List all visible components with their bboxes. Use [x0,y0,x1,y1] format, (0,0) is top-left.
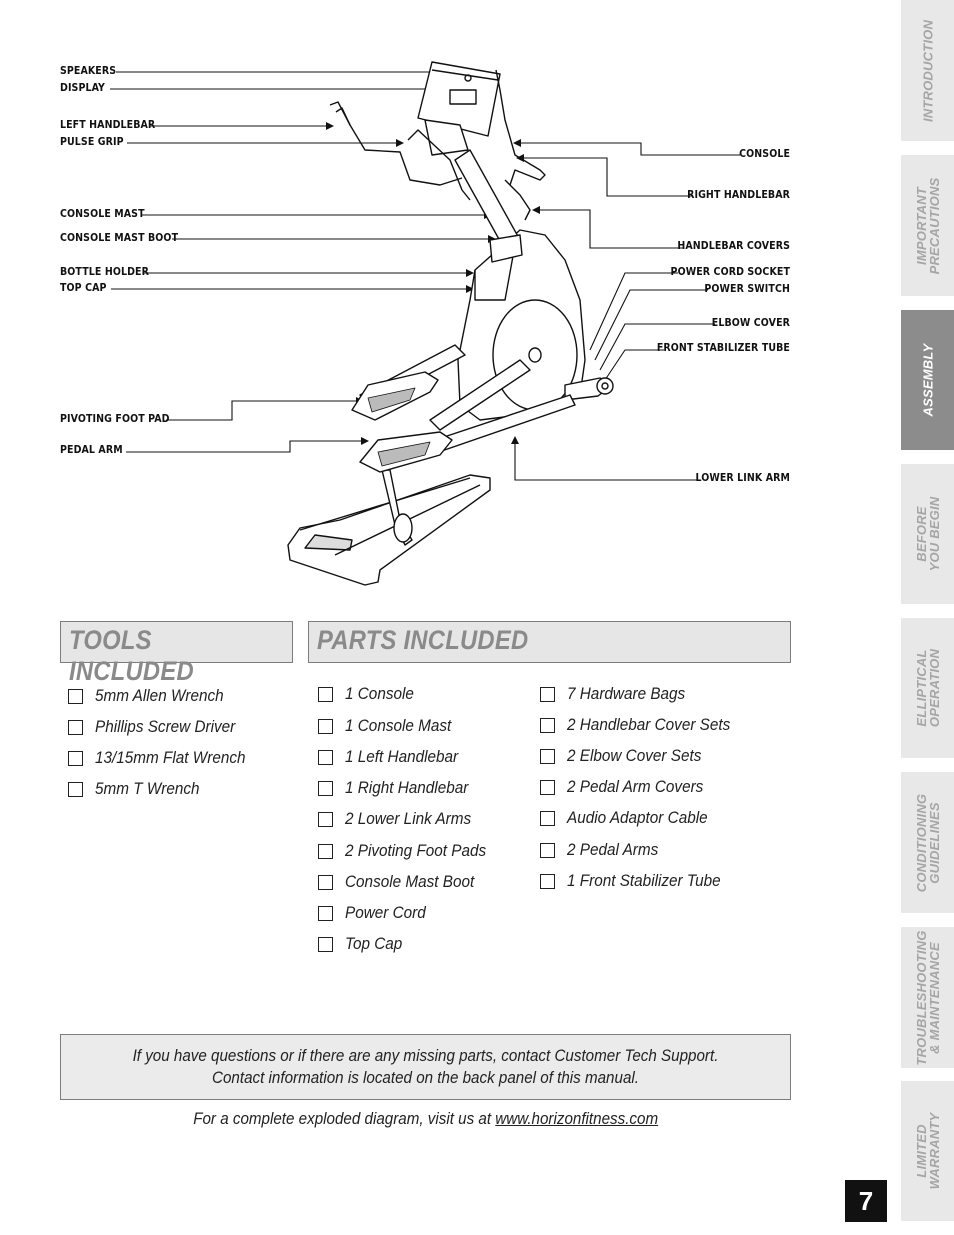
checkbox[interactable] [318,718,333,734]
checkbox[interactable] [540,810,555,826]
part-item[interactable]: 1 Right Handlebar [318,778,482,798]
page-number: 7 [845,1180,887,1222]
tool-item[interactable]: 5mm Allen Wrench [68,686,238,706]
part-item[interactable]: 1 Front Stabilizer Tube [540,871,738,891]
callout-handlebar-covers: HANDLEBAR COVERS [677,240,790,252]
parts-header: PARTS INCLUDED [308,621,791,663]
callout-pedal-arm: PEDAL ARM [60,444,123,456]
tab-introduction[interactable]: INTRODUCTION [901,0,954,141]
part-item[interactable]: 2 Handlebar Cover Sets [540,715,748,735]
callout-right-handlebar: RIGHT HANDLEBAR [687,189,790,201]
callout-pivoting-foot-pad: PIVOTING FOOT PAD [60,413,170,425]
callout-console-mast-boot: CONSOLE MAST BOOT [60,232,179,244]
exploded-diagram-note: For a complete exploded diagram, visit u… [193,1110,658,1128]
checkbox[interactable] [68,781,83,797]
left-leader-lines [110,71,492,453]
callout-display: DISPLAY [60,82,105,94]
right-leader-lines [514,142,740,481]
checkbox[interactable] [318,874,333,890]
part-item[interactable]: 1 Left Handlebar [318,747,471,767]
tools-header: TOOLS INCLUDED [60,621,293,686]
callout-power-switch: POWER SWITCH [704,283,790,295]
checkbox[interactable] [540,748,555,764]
checkbox[interactable] [318,686,333,702]
checkbox[interactable] [68,750,83,766]
support-note-line1: If you have questions or if there are an… [132,1047,719,1065]
checkbox[interactable] [318,811,333,827]
checkbox[interactable] [540,873,555,889]
elliptical-diagram [110,61,740,586]
elliptical-machine-art [287,61,614,586]
callout-front-stabilizer-tube: FRONT STABILIZER TUBE [656,342,790,354]
part-item[interactable]: 2 Pedal Arm Covers [540,777,718,797]
callout-speakers: SPEAKERS [60,65,117,77]
callout-left-handlebar: LEFT HANDLEBAR [60,119,156,131]
callout-top-cap: TOP CAP [60,282,107,294]
part-item[interactable]: 7 Hardware Bags [540,684,698,704]
checkbox[interactable] [318,905,333,921]
website-link[interactable]: www.horizonfitness.com [495,1110,658,1128]
part-item[interactable]: Console Mast Boot [318,872,489,892]
callout-console: CONSOLE [739,148,790,160]
tool-item[interactable]: Phillips Screw Driver [68,717,251,737]
callout-bottle-holder: BOTTLE HOLDER [60,266,149,278]
tool-item[interactable]: 13/15mm Flat Wrench [68,748,262,768]
checkbox[interactable] [540,842,555,858]
part-item[interactable]: 2 Pedal Arms [540,840,668,860]
part-item[interactable]: 1 Console [318,684,422,704]
part-item[interactable]: Power Cord [318,903,435,923]
checkbox[interactable] [318,749,333,765]
checkbox[interactable] [540,779,555,795]
callout-lower-link-arm: LOWER LINK ARM [695,472,790,484]
checkbox[interactable] [68,719,83,735]
support-note: If you have questions or if there are an… [60,1034,791,1100]
tab-assembly[interactable]: ASSEMBLY [901,310,954,450]
callout-elbow-cover: ELBOW COVER [711,317,790,329]
checkbox[interactable] [318,780,333,796]
callout-pulse-grip: PULSE GRIP [60,136,124,148]
part-item[interactable]: Top Cap [318,934,409,954]
checkbox[interactable] [68,688,83,704]
part-item[interactable]: 1 Console Mast [318,716,463,736]
parts-title: PARTS INCLUDED [317,625,529,655]
part-item[interactable]: 2 Pivoting Foot Pads [318,841,502,861]
support-note-line2: Contact information is located on the ba… [212,1069,639,1087]
tab-troubleshooting-maintenance[interactable]: TROUBLESHOOTING& MAINTENANCE [901,927,954,1068]
callout-console-mast: CONSOLE MAST [60,208,145,220]
checkbox[interactable] [540,717,555,733]
checkbox[interactable] [318,936,333,952]
part-item[interactable]: 2 Lower Link Arms [318,809,485,829]
tools-title: TOOLS INCLUDED [69,625,194,686]
checkbox[interactable] [540,686,555,702]
tool-item[interactable]: 5mm T Wrench [68,779,211,799]
checkbox[interactable] [318,843,333,859]
part-item[interactable]: Audio Adaptor Cable [540,808,723,828]
callout-power-cord-socket: POWER CORD SOCKET [670,266,790,278]
part-item[interactable]: 2 Elbow Cover Sets [540,746,716,766]
